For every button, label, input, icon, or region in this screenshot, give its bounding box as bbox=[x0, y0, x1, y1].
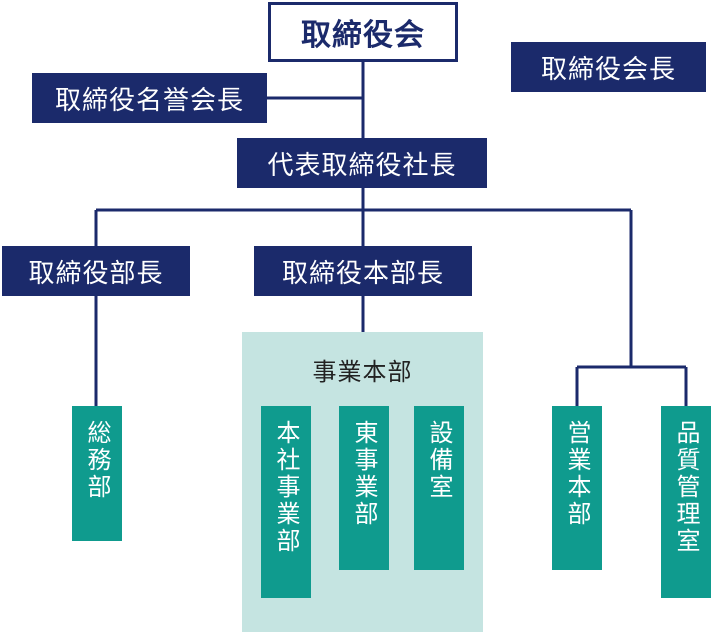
president-label: 代表取締役社長 bbox=[267, 150, 457, 181]
head-office-dept-label: 本社事業部 bbox=[272, 420, 300, 555]
east-dept-box: 東事業部 bbox=[339, 406, 389, 570]
director-dept-box: 取締役部長 bbox=[2, 246, 190, 296]
director-dept-label: 取締役部長 bbox=[28, 258, 164, 289]
general-affairs-label: 総務部 bbox=[83, 420, 111, 501]
board-box: 取締役会 bbox=[268, 2, 458, 62]
equipment-room-box: 設備室 bbox=[414, 406, 464, 570]
sales-division-label: 営業本部 bbox=[563, 420, 591, 528]
general-affairs-box: 総務部 bbox=[72, 406, 122, 541]
equipment-room-label: 設備室 bbox=[425, 420, 453, 501]
honorary-chair-box: 取締役名誉会長 bbox=[32, 73, 267, 123]
president-box: 代表取締役社長 bbox=[237, 138, 487, 188]
honorary-chair-label: 取締役名誉会長 bbox=[54, 85, 244, 116]
director-division-label: 取締役本部長 bbox=[281, 258, 444, 289]
east-dept-label: 東事業部 bbox=[350, 420, 378, 528]
sales-division-box: 営業本部 bbox=[552, 406, 602, 570]
division-title: 事業本部 bbox=[312, 358, 413, 386]
board-chair-label: 取締役会長 bbox=[540, 54, 676, 85]
director-division-box: 取締役本部長 bbox=[254, 246, 472, 296]
quality-room-label: 品質管理室 bbox=[672, 420, 700, 555]
board-chair-box: 取締役会長 bbox=[511, 42, 706, 92]
board-label: 取締役会 bbox=[301, 18, 425, 53]
quality-room-box: 品質管理室 bbox=[661, 406, 711, 598]
head-office-dept-box: 本社事業部 bbox=[261, 406, 311, 598]
